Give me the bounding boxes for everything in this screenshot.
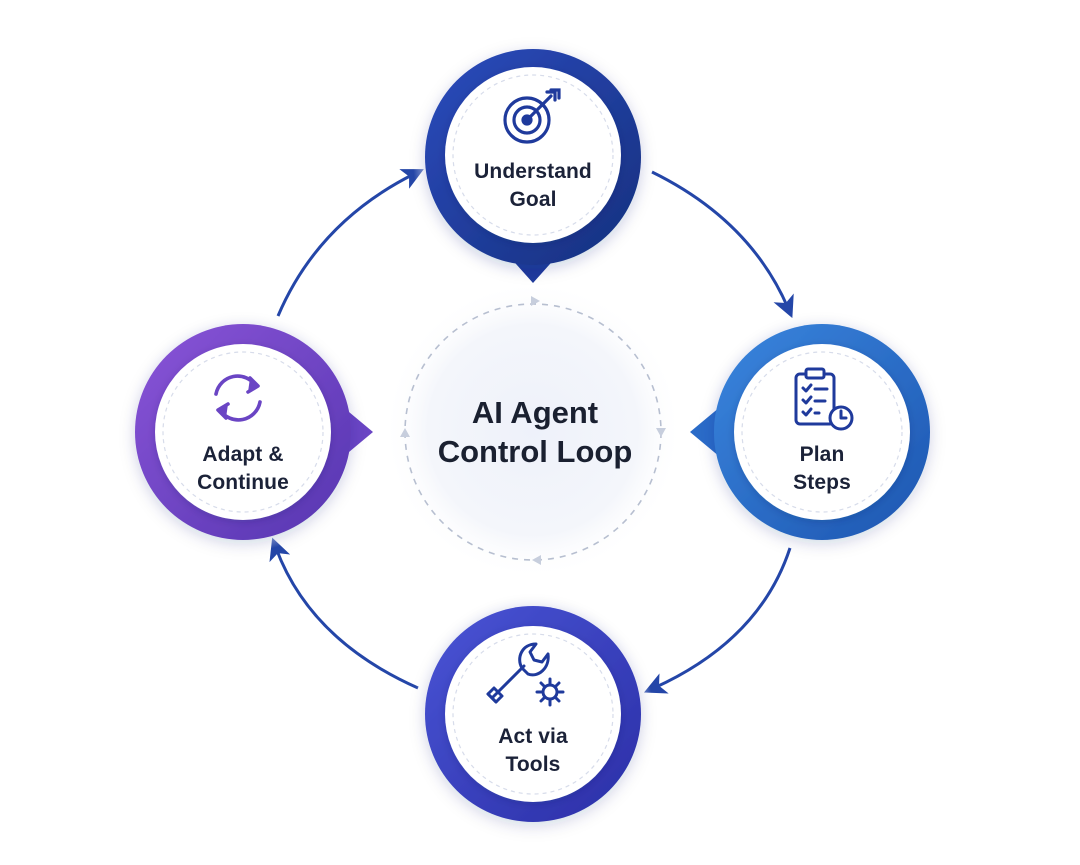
node-understand-goal [413, 42, 653, 283]
ring-chevron-bottom [532, 555, 541, 565]
clipboard-checklist-icon [794, 367, 854, 431]
center-glow [383, 280, 683, 580]
arrow-adapt-to-understand [276, 169, 424, 317]
node-label-adapt: Adapt & Continue [163, 441, 323, 497]
ring-chevron-right [656, 428, 666, 437]
node-label-plan-line1: Plan [799, 443, 845, 466]
arrow-understand-to-plan [651, 170, 794, 319]
node-label-act: Act via Tools [453, 723, 613, 779]
node-label-plan-line2: Steps [793, 471, 851, 494]
node-label-plan: Plan Steps [742, 441, 902, 497]
node-act-via-tools [413, 592, 653, 832]
node-label-understand-line1: Understand [474, 160, 592, 183]
arrow-act-to-adapt [269, 537, 419, 690]
node-plan-steps [690, 312, 940, 552]
ring-chevron-left [400, 428, 410, 437]
target-icon [503, 88, 561, 144]
center-title-line2: Control Loop [437, 434, 633, 469]
ring-chevron-top [531, 296, 540, 306]
node-label-act-line2: Tools [505, 753, 561, 776]
center-title-line1: AI Agent [471, 395, 599, 430]
node-adapt-continue [123, 312, 373, 552]
arrow-plan-to-act [643, 547, 792, 694]
node-label-understand-line2: Goal [509, 188, 557, 211]
node-label-act-line1: Act via [498, 725, 568, 748]
node-label-adapt-line1: Adapt & [202, 443, 284, 466]
node-label-adapt-line2: Continue [197, 471, 289, 494]
node-label-understand: Understand Goal [443, 158, 623, 214]
refresh-icon [214, 374, 262, 422]
center-title: AI Agent Control Loop [400, 393, 670, 471]
wrench-gear-icon [486, 642, 565, 707]
